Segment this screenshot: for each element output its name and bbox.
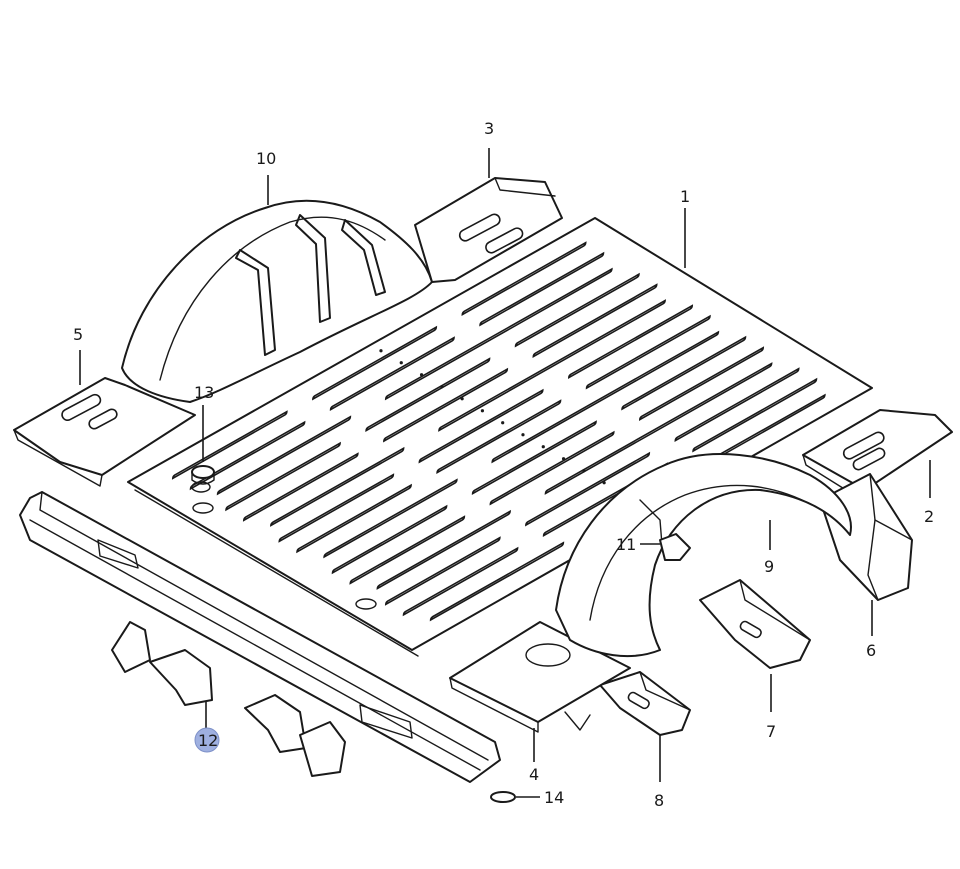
floor-rib [429, 541, 565, 622]
bracket-part-3[interactable] [414, 177, 563, 283]
callout-3: 3 [484, 119, 494, 138]
floor-rib [323, 478, 458, 559]
floor-rib [225, 441, 341, 512]
floor-rib [479, 251, 605, 327]
floor-hole [399, 361, 403, 365]
callout-12-highlight [194, 727, 220, 753]
leader-lines [79, 148, 931, 798]
callout-12[interactable]: 12 [198, 731, 218, 750]
floor-rib [514, 272, 640, 348]
side-sill[interactable] [19, 491, 501, 783]
floor-hole [602, 481, 606, 485]
floor-hole [419, 373, 424, 377]
floor-rib [376, 509, 511, 590]
callout-6: 6 [866, 641, 876, 660]
floor-hole [582, 469, 586, 473]
floor-hole [541, 445, 545, 449]
callout-2: 2 [924, 507, 934, 526]
floor-rib [384, 536, 501, 606]
callout-14: 14 [544, 788, 564, 807]
callout-labels: 1 2 3 4 5 6 7 8 9 10 11 12 13 14 [73, 119, 934, 810]
floor-hole [440, 385, 444, 389]
floor-hole [480, 409, 485, 413]
floor-rib [585, 314, 711, 390]
floor-rib [621, 335, 747, 411]
floor-rib [331, 504, 448, 575]
floor-rib [471, 420, 597, 495]
floor-rib [278, 473, 395, 543]
floor-rib [638, 346, 765, 422]
callout-7: 7 [766, 722, 776, 741]
floor-rib [567, 304, 694, 380]
floor-rib [438, 299, 666, 432]
callout-1: 1 [680, 187, 690, 206]
floor-hole [379, 349, 383, 353]
floor-rib [532, 283, 658, 359]
floor-hole [561, 457, 566, 461]
floor-rib [384, 267, 613, 401]
floor-rib [489, 430, 615, 506]
floor-rib [349, 515, 466, 585]
floor-rib [312, 325, 438, 401]
floor-rib [674, 367, 800, 443]
floor-rib [383, 367, 509, 443]
cross-member-part-7[interactable] [699, 579, 811, 669]
grommet-part-14[interactable] [490, 791, 516, 803]
brackets-part-12[interactable] [111, 621, 346, 777]
floor-rib [491, 330, 720, 464]
floor-hole [521, 433, 525, 437]
callout-9: 9 [764, 557, 774, 576]
floor-rib [216, 415, 352, 496]
floor-rib [692, 377, 818, 453]
floor-rib [436, 399, 562, 474]
callout-8: 8 [654, 791, 664, 810]
callout-4: 4 [529, 765, 539, 784]
plate-part-5[interactable] [13, 377, 196, 487]
callout-13: 13 [194, 383, 214, 402]
cross-member-part-8[interactable] [599, 671, 691, 736]
callout-11: 11 [616, 535, 636, 554]
floor-hole [460, 397, 464, 401]
bracket-part-2[interactable] [802, 409, 953, 501]
callout-5: 5 [73, 325, 83, 344]
floor-rib [242, 452, 359, 522]
floor-rib [544, 362, 773, 495]
floor-hole [501, 421, 505, 425]
floor-rib [461, 241, 587, 317]
floor-rib [329, 336, 455, 411]
floor-rib [270, 446, 405, 527]
floor-rib [296, 483, 412, 554]
floor-rib [365, 357, 491, 432]
callout-10: 10 [256, 149, 276, 168]
floor-rib [418, 388, 544, 464]
floor-rib [171, 410, 288, 480]
floor-rib [525, 451, 651, 527]
floor-rib [402, 546, 519, 617]
clip-part-11[interactable] [659, 533, 691, 561]
floor-ribs [171, 241, 826, 622]
plug-part-13[interactable] [191, 465, 215, 485]
floor-panel-part-1[interactable] [0, 0, 873, 657]
